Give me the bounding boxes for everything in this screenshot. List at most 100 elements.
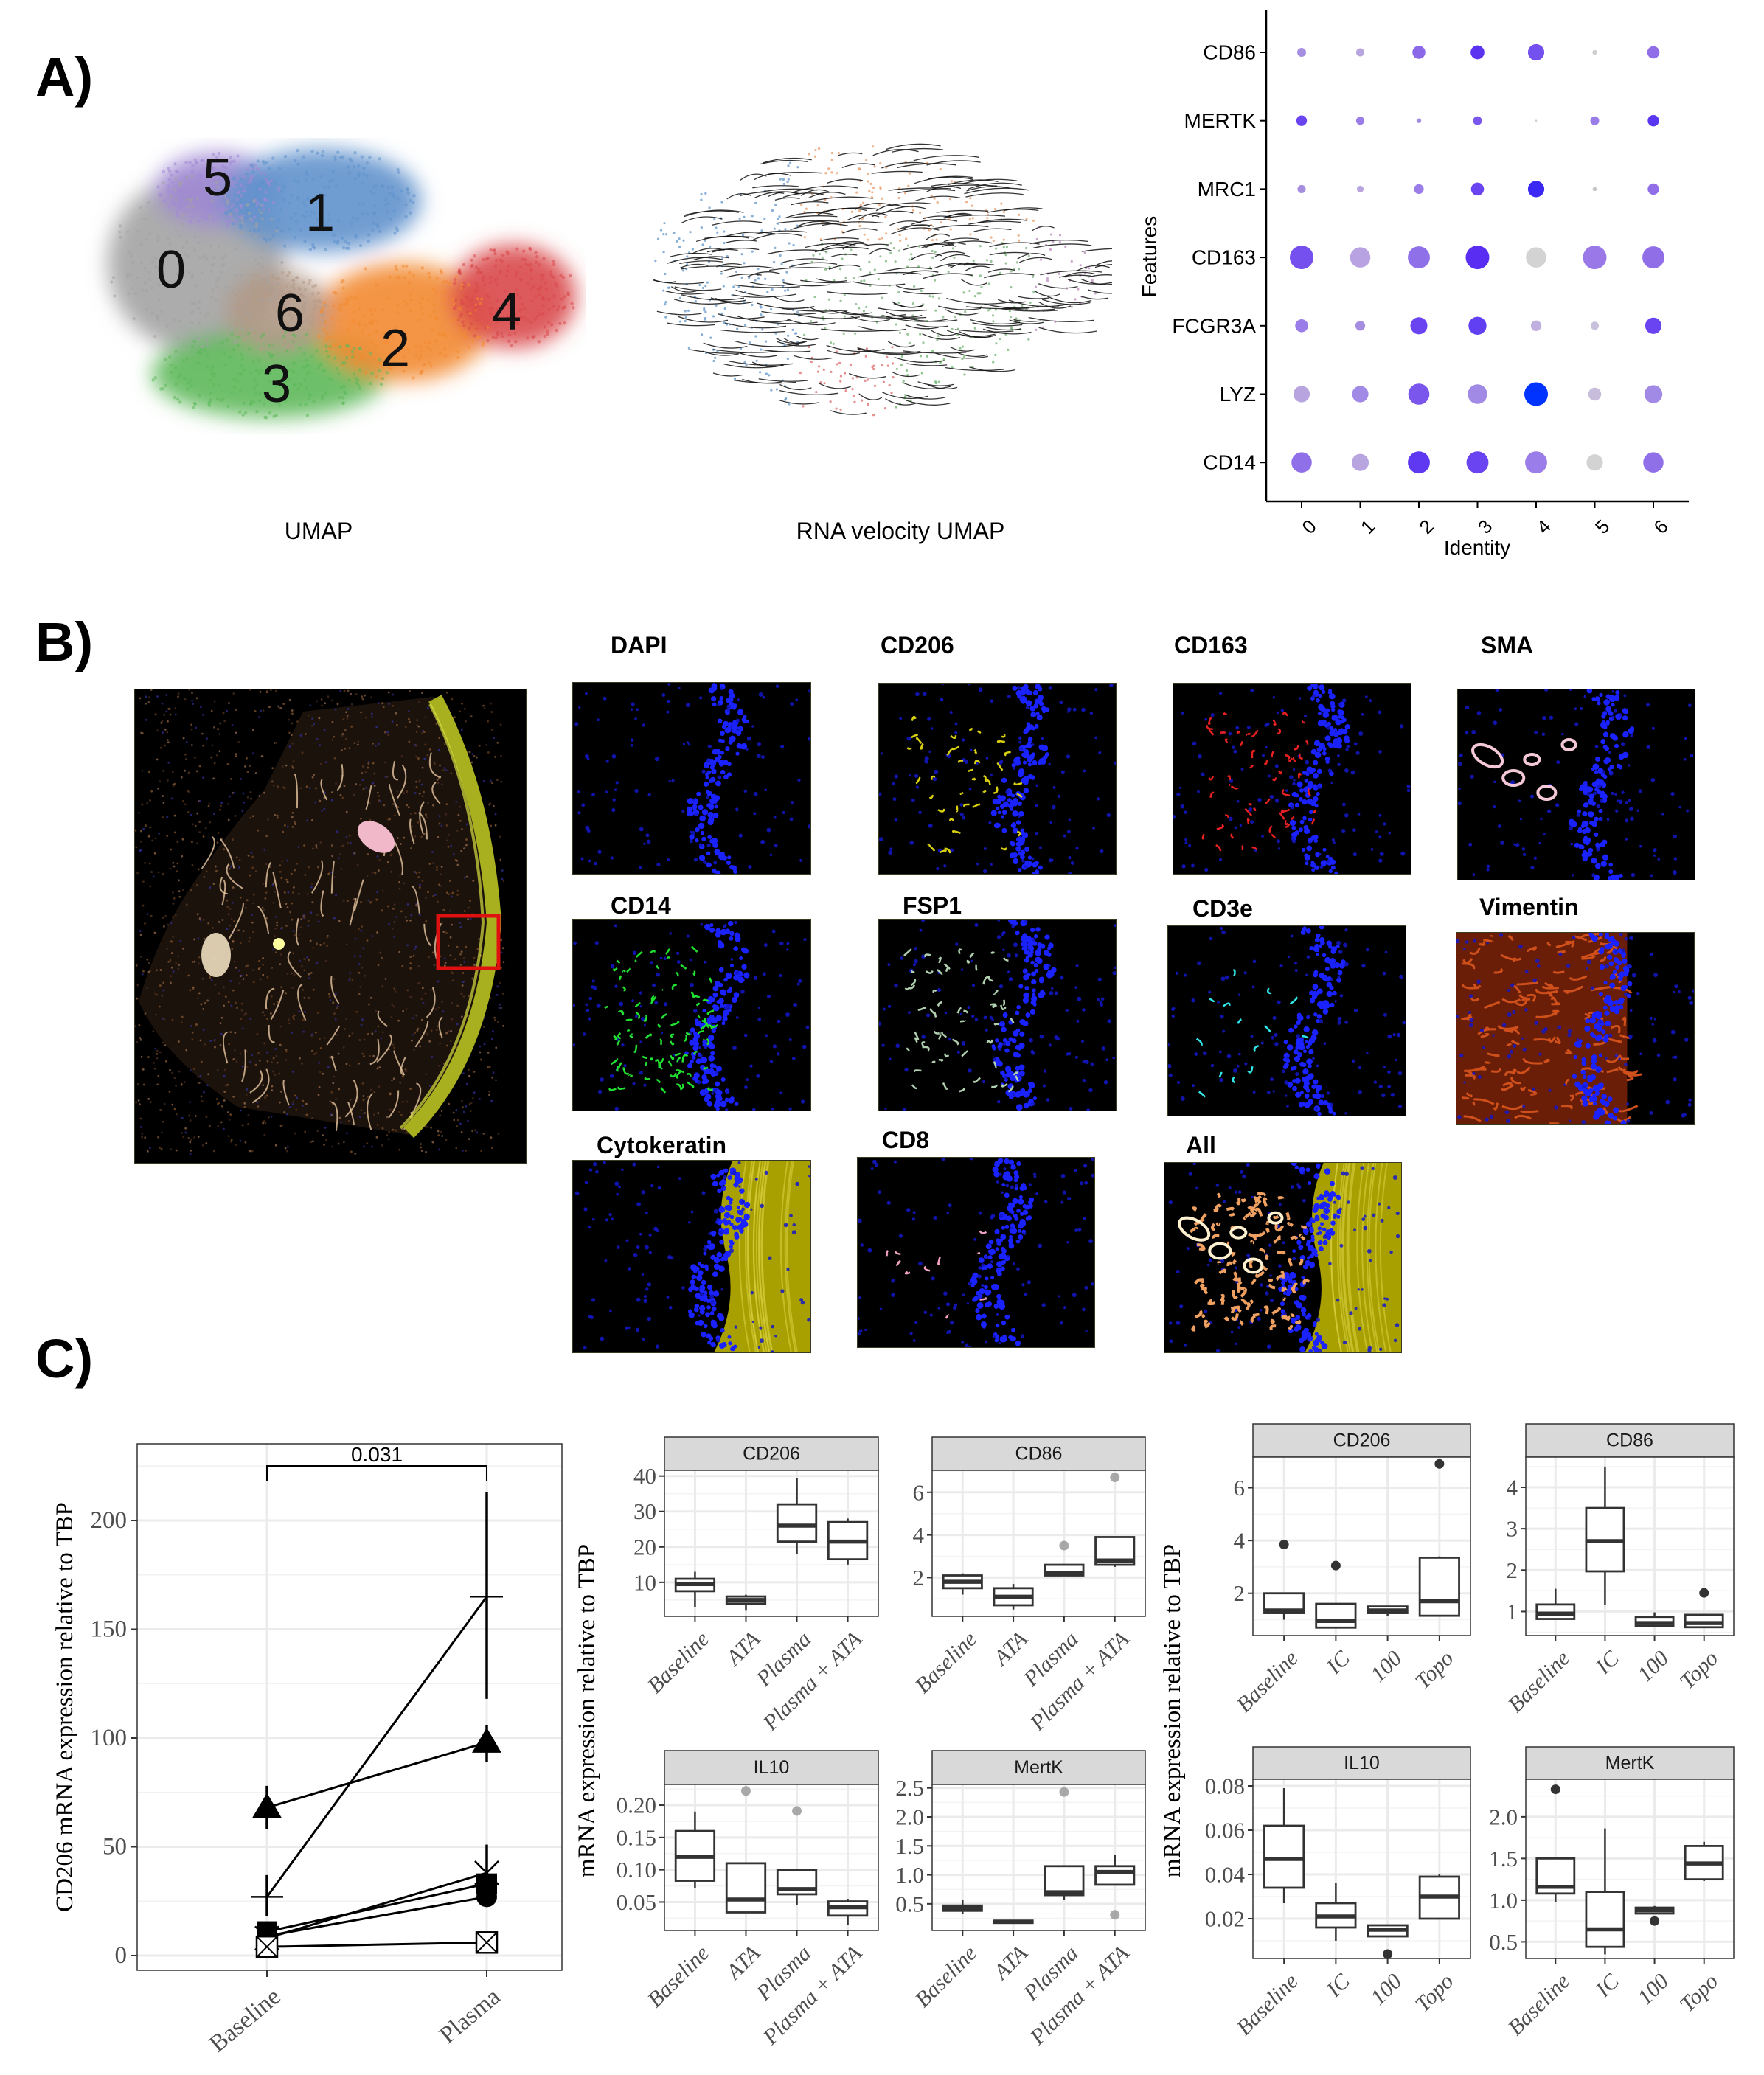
- velocity-cell-point: [754, 201, 757, 204]
- velocity-streamline: [726, 240, 757, 243]
- velocity-streamline: [1031, 226, 1055, 232]
- cell-point: [247, 180, 251, 184]
- cell-point: [184, 161, 188, 164]
- cell-point: [433, 302, 437, 307]
- cell-point: [242, 175, 246, 179]
- cell-point: [313, 306, 316, 310]
- cell-point: [291, 361, 296, 365]
- velocity-cell-point: [920, 289, 923, 293]
- cell-point: [513, 295, 516, 299]
- cell-point: [215, 397, 220, 401]
- velocity-cell-point: [704, 310, 707, 313]
- velocity-streamline: [783, 337, 808, 344]
- velocity-cell-point: [1002, 246, 1005, 248]
- cell-point: [200, 347, 204, 351]
- cell-point: [228, 355, 232, 360]
- cell-point: [260, 217, 264, 220]
- velocity-cell-point: [803, 333, 806, 336]
- cell-point: [494, 277, 499, 281]
- cell-point: [538, 293, 541, 296]
- velocity-cell-point: [986, 217, 989, 220]
- cell-point: [268, 293, 272, 297]
- velocity-cell-point: [764, 277, 767, 280]
- cell-point: [249, 306, 252, 310]
- cell-point: [546, 320, 551, 324]
- tissue-speckle: [160, 721, 163, 724]
- cell-point: [234, 377, 238, 380]
- velocity-streamline: [747, 271, 780, 278]
- tissue-speckle: [327, 1066, 330, 1068]
- cell-point: [509, 311, 513, 315]
- velocity-cell-point: [740, 277, 743, 279]
- cell-point: [150, 286, 154, 290]
- cell-point: [190, 321, 194, 324]
- velocity-cell-point: [819, 381, 822, 384]
- cell-point: [387, 296, 391, 300]
- cell-point: [331, 170, 335, 173]
- cell-point: [554, 282, 558, 286]
- velocity-streamline: [1041, 299, 1091, 305]
- cell-point: [270, 217, 274, 221]
- velocity-cell-point: [1039, 258, 1043, 261]
- velocity-streamline: [752, 319, 818, 324]
- cell-point: [260, 296, 263, 299]
- cell-point: [185, 175, 189, 180]
- cell-point: [290, 193, 294, 198]
- cell-point: [206, 364, 209, 369]
- cell-point: [291, 316, 294, 319]
- velocity-cell-point: [712, 315, 715, 318]
- cell-point: [250, 218, 254, 223]
- cell-point: [456, 355, 460, 360]
- cell-point: [193, 158, 197, 161]
- cell-point: [428, 348, 433, 352]
- velocity-cell-point: [969, 197, 972, 200]
- tissue-speckle: [431, 951, 434, 954]
- velocity-cell-point: [682, 239, 685, 242]
- cell-point: [353, 177, 357, 181]
- tissue-speckle: [229, 1140, 232, 1143]
- cell-point: [420, 296, 424, 301]
- velocity-streamline: [897, 189, 956, 194]
- velocity-cell-point: [897, 249, 900, 252]
- cell-point: [375, 344, 379, 347]
- cell-point: [470, 303, 475, 307]
- cell-point: [263, 198, 268, 202]
- cell-point: [339, 319, 343, 322]
- cell-point: [534, 251, 538, 254]
- velocity-cell-point: [842, 332, 845, 335]
- velocity-cell-point: [839, 380, 842, 383]
- cell-point: [271, 275, 274, 279]
- cell-point: [220, 263, 225, 268]
- velocity-streamline: [954, 329, 1014, 333]
- cell-point: [452, 302, 456, 306]
- velocity-cell-point: [878, 203, 881, 206]
- cell-point: [201, 215, 205, 219]
- velocity-cell-point: [991, 314, 995, 317]
- cell-point: [269, 338, 273, 342]
- cell-point: [389, 366, 394, 370]
- cell-point: [206, 311, 210, 315]
- velocity-streamline: [858, 212, 888, 220]
- velocity-cell-point: [850, 210, 853, 213]
- cell-point: [263, 294, 267, 299]
- cell-point: [320, 397, 324, 400]
- velocity-cell-point: [822, 318, 825, 321]
- velocity-cell-point: [933, 197, 936, 200]
- velocity-cell-point: [1077, 288, 1080, 291]
- tissue-speckle: [469, 1110, 472, 1112]
- cell-point: [244, 293, 249, 297]
- tissue-speckle: [305, 733, 307, 735]
- cell-point: [284, 399, 288, 403]
- cell-point: [338, 156, 343, 159]
- cell-point: [327, 212, 331, 217]
- cell-point: [342, 302, 346, 307]
- velocity-cell-point: [775, 388, 779, 391]
- cell-point: [238, 240, 243, 243]
- velocity-cell-point: [867, 172, 869, 175]
- cell-point: [303, 378, 307, 382]
- velocity-cell-point: [928, 229, 931, 232]
- cell-point: [260, 265, 265, 269]
- velocity-cell-point: [891, 346, 894, 349]
- tissue-overview-image: [134, 689, 527, 1164]
- velocity-cell-point: [761, 328, 764, 331]
